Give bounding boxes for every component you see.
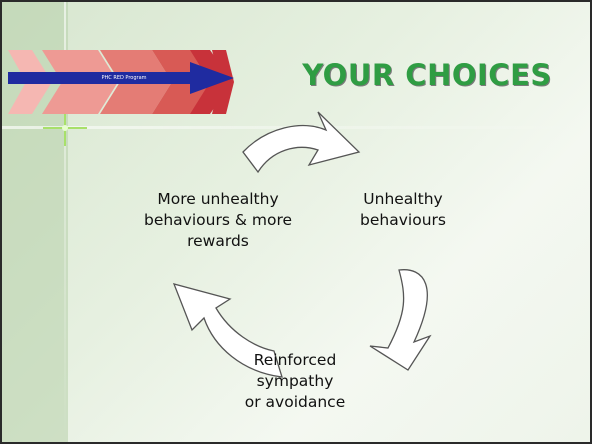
sparkle-icon: [43, 110, 87, 146]
cycle-arrow-top: [242, 111, 361, 174]
cycle-arrow-right: [369, 269, 432, 371]
program-banner-icon: [8, 50, 234, 114]
slide-title: YOUR CHOICES: [302, 58, 552, 92]
cycle-arrow-left: [172, 283, 283, 378]
vertical-glow-line: [64, 2, 66, 442]
program-logo-text: PHC RED Program: [101, 75, 147, 81]
